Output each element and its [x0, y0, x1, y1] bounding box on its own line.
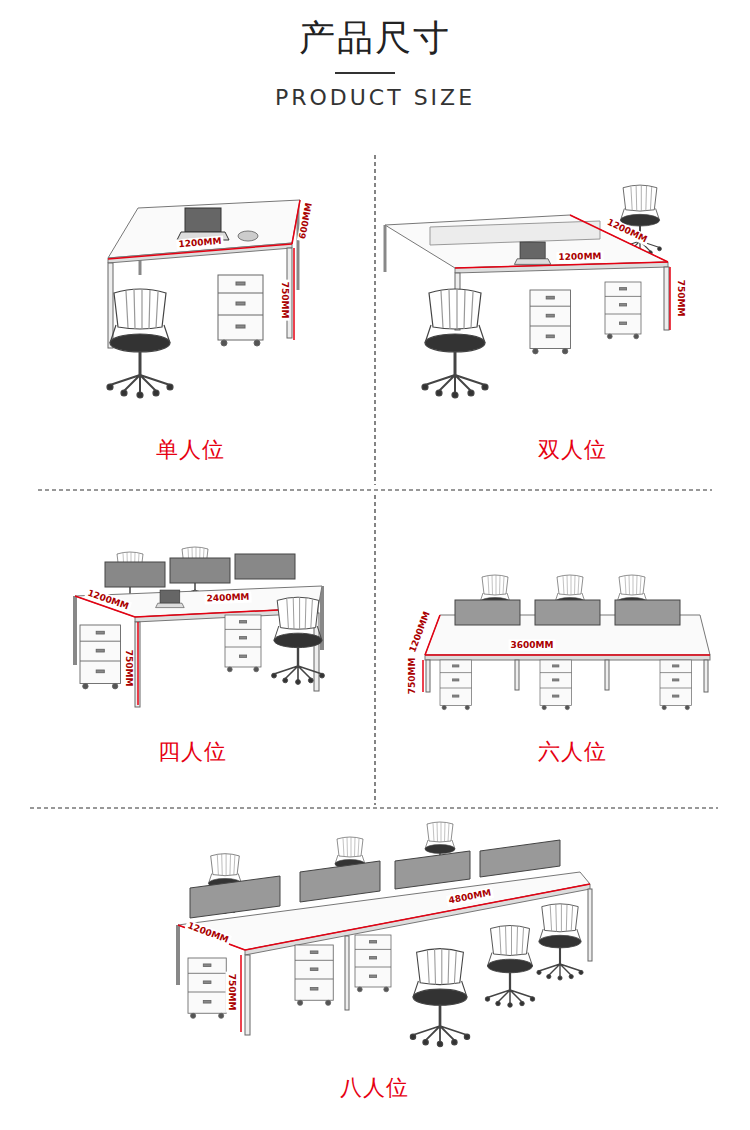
dimension-label: 1200MM: [407, 608, 434, 656]
dimension-label: 600MM: [297, 200, 315, 242]
caption-label: 六人位: [538, 741, 607, 763]
dimension-label: 750MM: [123, 648, 134, 689]
dimension-label: 4800MM: [446, 887, 494, 907]
dimension-label: 750MM: [675, 278, 686, 319]
dimension-label: 1200MM: [84, 587, 132, 613]
caption-label: 单人位: [156, 439, 225, 461]
dimension-label: 750MM: [407, 656, 418, 697]
dimension-label: 750MM: [279, 280, 290, 321]
dimension-label: 750MM: [226, 972, 237, 1013]
dimension-label: 1200MM: [556, 251, 603, 263]
dimension-label: 1200MM: [184, 920, 232, 947]
dimension-label: 2400MM: [204, 591, 251, 604]
caption-label: 八人位: [340, 1077, 409, 1099]
caption-label: 四人位: [158, 741, 227, 763]
dimension-label: 1200MM: [176, 236, 224, 251]
dimension-label: 3600MM: [509, 640, 556, 651]
dimension-label: 1200MM: [603, 216, 650, 246]
page-title: 产品尺寸: [299, 20, 451, 56]
caption-label: 双人位: [538, 439, 607, 461]
page-subtitle: PRODUCT SIZE: [275, 87, 475, 109]
